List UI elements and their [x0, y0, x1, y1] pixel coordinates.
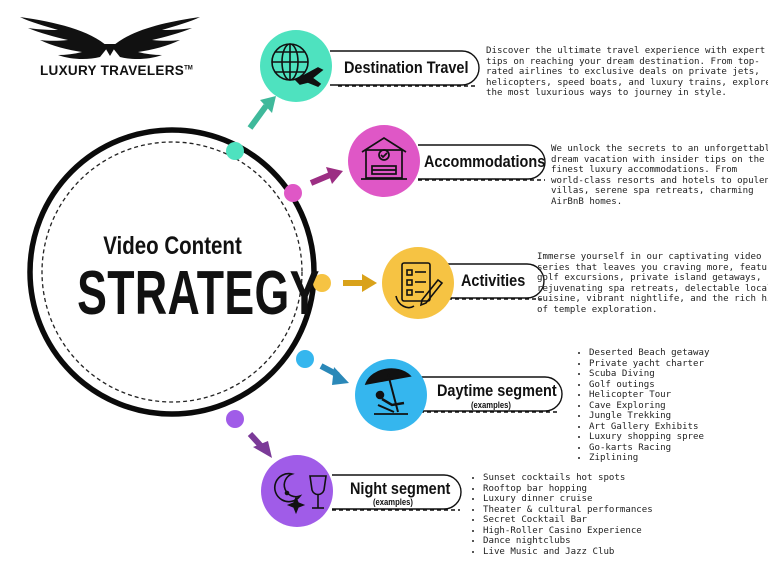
- list-item: High-Roller Casino Experience: [483, 526, 653, 537]
- desc-line: helicopters, speed boats, and luxury tra…: [486, 77, 768, 88]
- list-item: Secret Cocktail Bar: [483, 515, 653, 526]
- daytime-bullet-list: Deserted Beach getaway Private yacht cha…: [576, 348, 709, 464]
- activities-desc: Immerse yourself in our captivating vide…: [537, 252, 768, 316]
- center-big-title: STRATEGY: [77, 259, 320, 328]
- center-title: Video Content: [103, 232, 242, 260]
- outer-ring: [27, 127, 317, 417]
- checklist-pencil-icon: [395, 262, 444, 309]
- daytime-segment-label: Daytime segment: [437, 381, 557, 400]
- ring-dot-blue: [296, 350, 314, 368]
- globe-airplane-icon: [271, 43, 324, 87]
- activities-icon-circle: [382, 247, 454, 319]
- desc-line: villas, serene spa retreats, charming: [551, 186, 754, 197]
- daytime-segment-sublabel: (examples): [471, 400, 511, 410]
- arrow-to-accommodations: [309, 167, 343, 186]
- daytime-pill: [420, 376, 563, 412]
- desc-line: We unlock the secrets to an unforgettabl…: [551, 144, 768, 154]
- desc-line: cuisine, vibrant nightlife, and the rich…: [537, 294, 768, 305]
- inner-dashed-ring: [41, 141, 303, 403]
- accommodations-pill: [418, 144, 546, 180]
- arrow-to-destination: [247, 96, 276, 130]
- desc-line: world-class resorts and hotels to opulen…: [551, 175, 768, 186]
- accommodations-icon-circle: [348, 125, 420, 197]
- arrow-to-daytime: [319, 363, 349, 385]
- list-item: Dance nightclubs: [483, 536, 653, 547]
- accommodations-label: Accommodations: [424, 152, 546, 171]
- brand-logo-text: LUXURY TRAVELERSTM: [40, 63, 193, 78]
- desc-line: rejuvenating spa retreats, delectable lo…: [537, 283, 768, 294]
- list-item: Sunset cocktails hot spots: [483, 473, 653, 484]
- activities-pill: [448, 263, 545, 299]
- list-item: Luxury dinner cruise: [483, 494, 653, 505]
- activities-label: Activities: [461, 271, 526, 290]
- desc-line: golf excursions, private island getaways…: [537, 273, 762, 284]
- accommodations-desc: We unlock the secrets to an unforgettabl…: [551, 144, 768, 208]
- list-item: Scuba Diving: [589, 369, 709, 380]
- destination-travel-label: Destination Travel: [344, 58, 469, 77]
- list-item: Rooftop bar hopping: [483, 484, 653, 495]
- hotel-bed-icon: [361, 136, 407, 180]
- destination-travel-desc: Discover the ultimate travel experience …: [486, 46, 768, 99]
- arrow-to-activities: [343, 274, 377, 292]
- destination-icon-circle: [260, 30, 332, 102]
- moon-wine-icon: [274, 472, 327, 515]
- night-pill: [332, 474, 462, 510]
- desc-line: AirBnB homes.: [551, 196, 623, 207]
- desc-line: the most luxurious ways to journey in st…: [486, 88, 727, 99]
- ring-dot-teal: [226, 142, 244, 160]
- night-bullet-list: Sunset cocktails hot spots Rooftop bar h…: [470, 473, 653, 557]
- list-item: Art Gallery Exhibits: [589, 422, 709, 433]
- destination-pill: [330, 50, 480, 86]
- list-item: Luxury shopping spree: [589, 432, 709, 443]
- night-segment-label: Night segment: [350, 479, 451, 498]
- desc-line: Discover the ultimate travel experience …: [486, 46, 766, 56]
- night-icon-circle: [261, 455, 333, 527]
- list-item: Live Music and Jazz Club: [483, 547, 653, 558]
- list-item: Golf outings: [589, 380, 709, 391]
- night-segment-sublabel: (examples): [373, 497, 413, 507]
- desc-line: of temple exploration.: [537, 304, 658, 315]
- list-item: Theater & cultural performances: [483, 505, 653, 516]
- ring-dot-magenta: [284, 184, 302, 202]
- arrow-to-night: [247, 431, 272, 458]
- list-item: Ziplining: [589, 453, 709, 464]
- list-item: Cave Exploring: [589, 401, 709, 412]
- ring-dot-purple: [226, 410, 244, 428]
- desc-line: Immerse yourself in our captivating vide…: [537, 252, 762, 262]
- desc-line: dream vacation with insider tips on the: [551, 154, 765, 165]
- desc-line: finest luxury accommodations. From: [551, 165, 738, 176]
- list-item: Go-karts Racing: [589, 443, 709, 454]
- list-item: Deserted Beach getaway: [589, 348, 709, 359]
- list-item: Helicopter Tour: [589, 390, 709, 401]
- list-item: Private yacht charter: [589, 359, 709, 370]
- wings-logo-icon: [20, 17, 200, 60]
- beach-umbrella-icon: [364, 368, 412, 415]
- desc-line: rated airlines to exclusive deals on pri…: [486, 67, 760, 78]
- desc-line: series that leaves you craving more, fea…: [537, 262, 768, 273]
- desc-line: tips on reaching your dream destination.…: [486, 56, 760, 67]
- ring-dot-yellow: [313, 274, 331, 292]
- list-item: Jungle Trekking: [589, 411, 709, 422]
